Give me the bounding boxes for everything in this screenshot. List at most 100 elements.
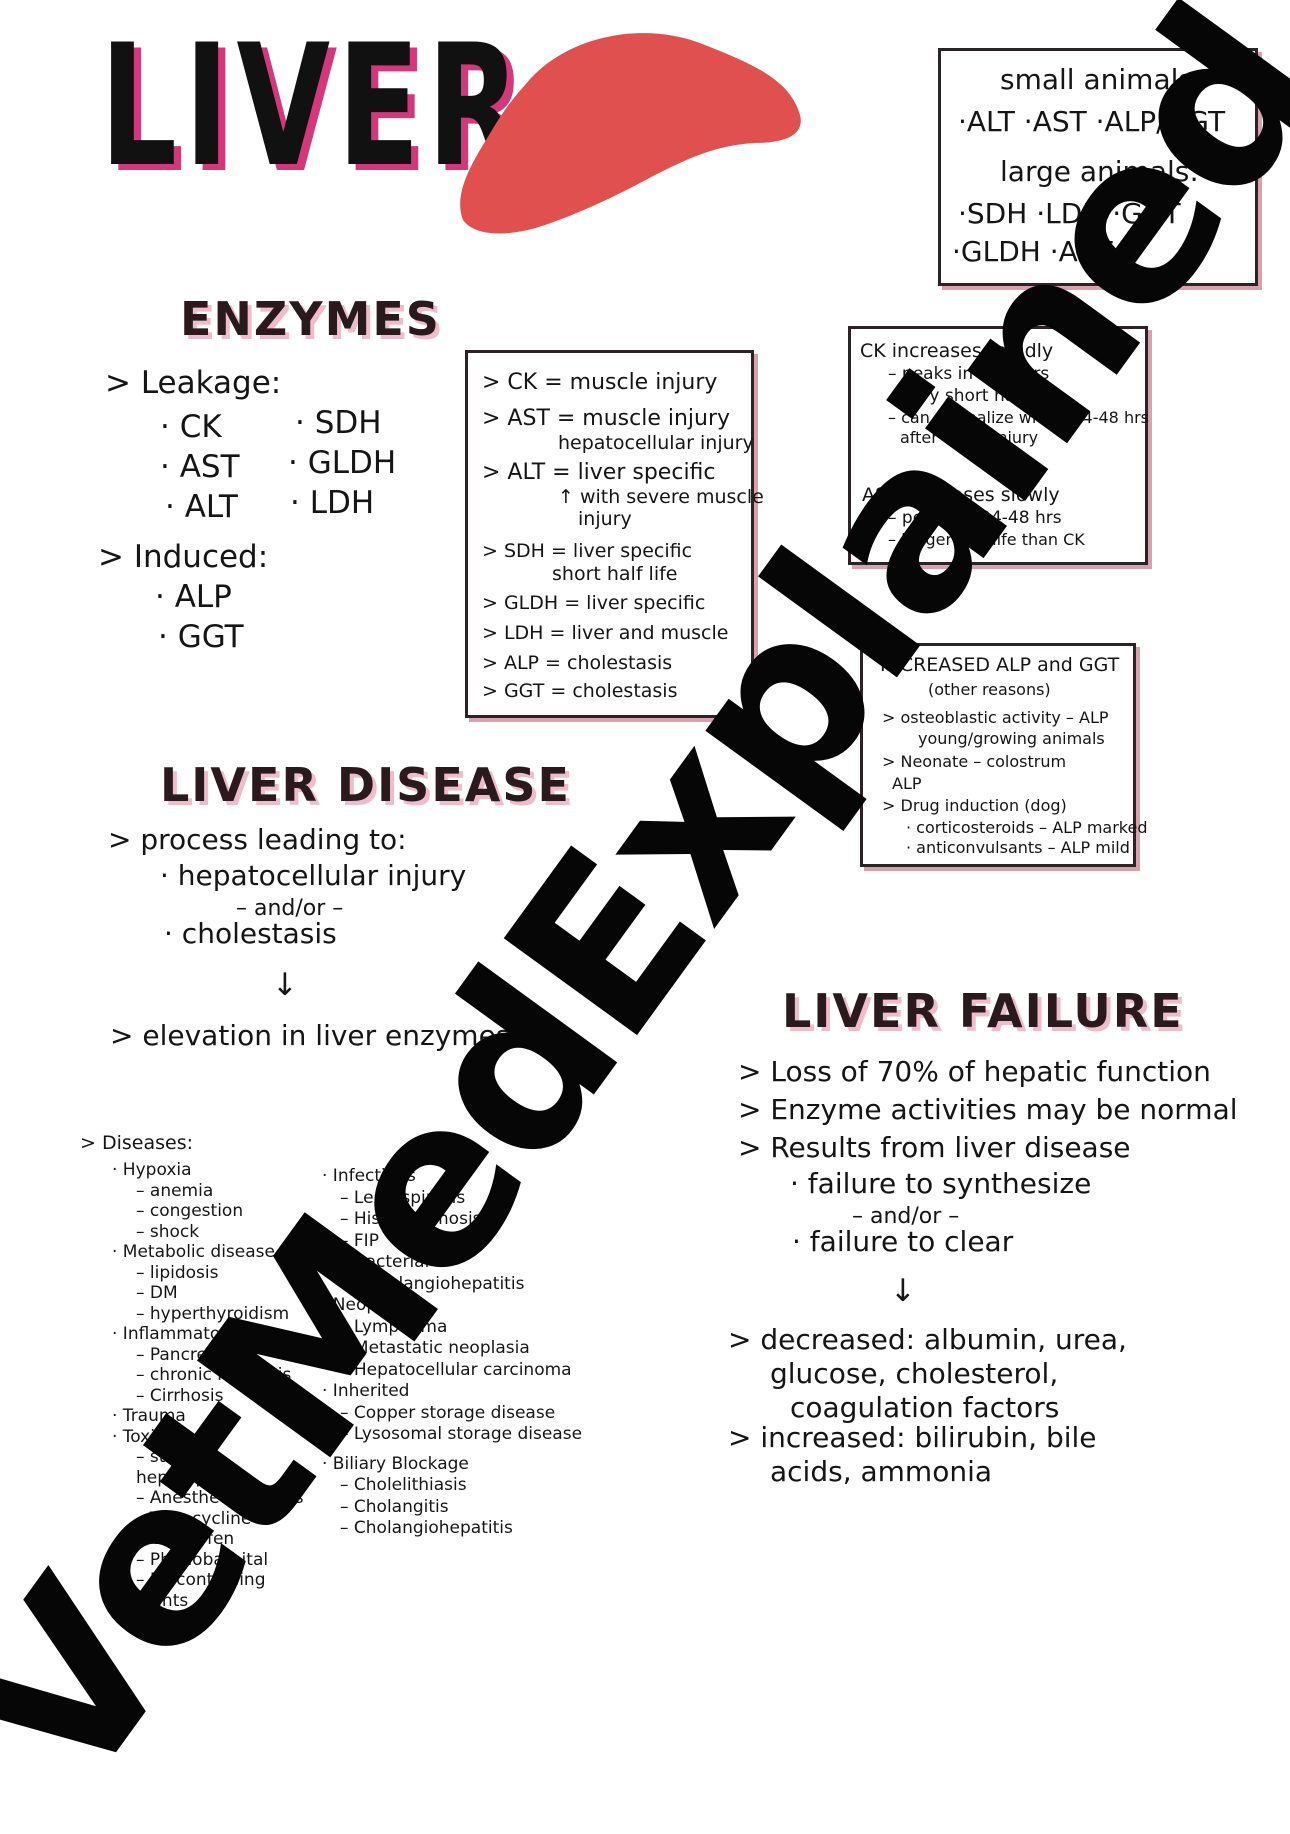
alp-line: > osteoblastic activity – ALP [882, 708, 1109, 727]
induced-item-alp: · ALP [155, 579, 232, 615]
enzyme-line: hepatocellular injury [558, 432, 754, 454]
diseases-label: > Diseases: [80, 1132, 193, 1154]
liver-failure-heading: LIVER FAILURE [782, 984, 1184, 1038]
leakage-item-ast: · AST [160, 449, 240, 485]
disease-item: – anemia [136, 1180, 214, 1201]
enzyme-line: > GLDH = liver specific [482, 592, 706, 614]
disease-line: > process leading to: [108, 823, 407, 856]
ck-line: after acute injury [900, 428, 1039, 447]
failure-line: > increased: bilirubin, bile [728, 1421, 1097, 1454]
alp-line: · anticonvulsants – ALP mild [906, 838, 1130, 857]
small-animals-enzymes: ·ALT ·AST ·ALP/GGT [958, 105, 1226, 138]
ast-line: – peaks at 24-48 hrs [888, 508, 1062, 528]
disease-item: – congestion [136, 1201, 244, 1221]
failure-line: > Enzyme activities may be normal [738, 1093, 1238, 1126]
enzyme-line: > CK = muscle injury [482, 370, 718, 395]
disease-item: – steroid hepatopathy [136, 1447, 245, 1488]
large-animals-heading: large animals: [1000, 155, 1199, 188]
leakage-item-sdh: · SDH [295, 405, 382, 441]
enzyme-line: > LDH = liver and muscle [482, 622, 729, 644]
disease-line: · hepatocellular injury [160, 859, 467, 892]
small-animals-heading: small animals: [1000, 63, 1203, 96]
disease-item: – Copper storage disease [340, 1402, 556, 1423]
disease-item: cholangiohepatitis [368, 1273, 525, 1294]
disease-item: – clover [136, 1611, 202, 1631]
ast-line: – longer half life than CK [888, 530, 1085, 549]
alp-line: (other reasons) [928, 680, 1051, 699]
disease-item: · Trauma [112, 1406, 186, 1426]
alp-line: ALP [892, 774, 922, 793]
ast-line: AST increases slowly [862, 484, 1060, 506]
alp-line: · corticosteroids – ALP marked [906, 818, 1148, 837]
leakage-item-alt: · ALT [165, 489, 238, 525]
disease-item: – Lysosomal storage disease [340, 1424, 583, 1444]
disease-line: – and/or – [236, 896, 344, 921]
failure-arrow-icon: ↓ [890, 1273, 916, 1309]
disease-item: – Pancreatitis [136, 1344, 250, 1365]
disease-item: – Cholelithiasis [340, 1475, 467, 1495]
disease-item: – Leptospirosis [340, 1187, 466, 1208]
liver-disease-heading: LIVER DISEASE [160, 758, 571, 812]
ck-line: – can normalize within 24-48 hrs [888, 408, 1149, 427]
disease-item: · Hypoxia [112, 1160, 192, 1180]
disease-item: – Hepatocellular carcinoma [340, 1359, 572, 1380]
enzyme-line: > ALT = liver specific [482, 460, 716, 485]
ck-line: CK increases rapidly [860, 340, 1054, 362]
disease-item: · Inherited [322, 1381, 410, 1401]
ck-ast-kinetics-box [848, 326, 1148, 565]
ck-line: – very short half life [888, 386, 1058, 406]
enzyme-line: ↑ with severe muscle [558, 486, 764, 508]
enzyme-line: > SDH = liver specific [482, 540, 693, 562]
disease-item: – DM [136, 1283, 178, 1303]
disease-item: – Phenobarbital [136, 1549, 269, 1570]
disease-item: – Cholangiohepatitis [340, 1518, 513, 1538]
alp-line: young/growing animals [918, 729, 1105, 748]
disease-item: – FIP [340, 1230, 379, 1251]
failure-line: glucose, cholesterol, [770, 1357, 1059, 1390]
enzyme-line: > ALP = cholestasis [482, 652, 673, 674]
enzyme-line: > GGT = cholestasis [482, 680, 678, 702]
alp-line: INCREASED ALP and GGT [880, 654, 1120, 676]
liver-shape [460, 33, 801, 234]
enzymes-heading: ENZYMES [180, 292, 441, 346]
enzyme-line: short half life [552, 563, 678, 585]
disease-arrow-icon: ↓ [272, 967, 298, 1003]
disease-item: – shock [136, 1221, 200, 1242]
induced-label: > Induced: [98, 539, 269, 575]
enzyme-description-box [465, 350, 754, 718]
disease-item: · Toxic [112, 1426, 165, 1447]
disease-item: · Biliary Blockage [322, 1453, 469, 1474]
disease-item: – Cholangitis [340, 1496, 449, 1517]
failure-line: · failure to synthesize [790, 1167, 1092, 1200]
disease-line: > elevation in liver enzymes [110, 1019, 511, 1052]
page-title: LIVER [100, 8, 528, 204]
disease-item: – hyperthyroidism [136, 1303, 290, 1324]
disease-item: – Lymphoma [340, 1316, 448, 1337]
disease-item: – Cirrhosis [136, 1385, 224, 1406]
leakage-label: > Leakage: [105, 365, 282, 401]
disease-item: · Inflammatory [112, 1324, 238, 1344]
disease-item: – lipidosis [136, 1262, 219, 1283]
disease-item: – Metastatic neoplasia [340, 1338, 530, 1358]
disease-item: – Histoplasmosis [340, 1209, 482, 1229]
leakage-item-ck: · CK [160, 409, 222, 445]
enzyme-line: > AST = muscle injury [482, 406, 731, 431]
failure-line: acids, ammonia [770, 1455, 993, 1488]
disease-item: – Tetracycline [136, 1508, 252, 1529]
alp-line: > Neonate – colostrum [882, 752, 1067, 771]
alp-ggt-box [860, 643, 1136, 867]
diseases-column-2: · Infectious – Leptospirosis – Histoplas… [322, 1166, 592, 1546]
disease-item: – PA containing plants [136, 1570, 266, 1611]
disease-item: – Bacterial [340, 1252, 430, 1272]
alp-line: > Drug induction (dog) [882, 796, 1067, 815]
large-animals-enzymes-row2: ·GLDH ·AST [952, 235, 1113, 268]
ck-line: – peaks in 6-12 hrs [888, 364, 1050, 384]
disease-item: · Infectious [322, 1166, 416, 1186]
induced-item-ggt: · GGT [158, 619, 244, 655]
disease-item: · Neoplasia [322, 1295, 417, 1315]
failure-line: > Loss of 70% of hepatic function [738, 1055, 1211, 1088]
disease-line: · cholestasis [164, 917, 337, 950]
leakage-item-ldh: · LDH [290, 485, 375, 521]
leakage-item-gldh: · GLDH [288, 445, 397, 481]
